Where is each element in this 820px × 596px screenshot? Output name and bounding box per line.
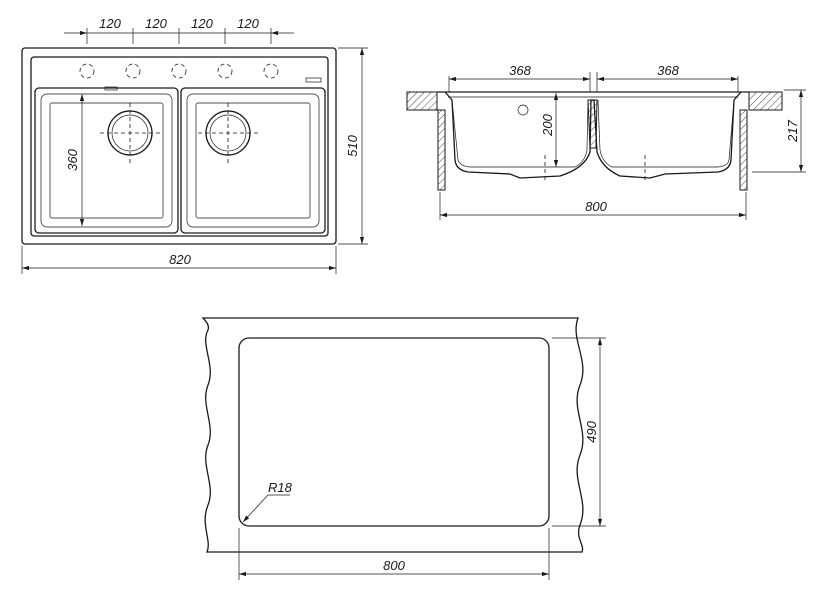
width-dim: 820 [169,252,191,267]
hole-spacing-dim: 120 [99,16,121,31]
cutout-height-dim: 490 [584,420,599,442]
tap-hole [125,63,141,79]
overflow-slot [305,77,322,83]
bowl-length-dim: 360 [65,148,80,170]
overflow-hole [517,104,529,116]
right-bowl [180,87,326,234]
tap-hole [263,63,279,79]
height-dim: 510 [345,134,360,156]
total-depth-dim: 217 [785,119,800,142]
cabinet-wall-right [739,109,748,191]
corner-radius-label: R18 [268,480,293,495]
top-view: 120 120 120 120 360 510 820 [21,16,368,274]
side-view: 368 368 200 217 800 [406,63,806,220]
cabinet-wall-left [437,109,446,191]
tap-hole [171,63,187,79]
cutout-rect [238,337,550,527]
left-bowl [34,87,179,234]
countertop-right [748,91,783,111]
bowl-depth-dim: 200 [540,113,555,136]
cutout-view: 490 800 R18 [201,317,606,580]
tap-holes [79,63,279,79]
bowl-width-left-dim: 368 [509,63,531,78]
tap-hole [79,63,95,79]
hole-spacing-dim: 120 [145,16,167,31]
bowl-width-right-dim: 368 [657,63,679,78]
countertop-left [406,91,438,111]
hole-spacing-dim: 120 [191,16,213,31]
cutout-width-dim: 800 [585,199,607,214]
sink-rim [30,56,329,237]
countertop-outline [201,317,584,553]
sink-outline [21,47,337,245]
hole-spacing-dim: 120 [237,16,259,31]
tap-hole [217,63,233,79]
cutout-width-dim: 800 [383,558,405,573]
